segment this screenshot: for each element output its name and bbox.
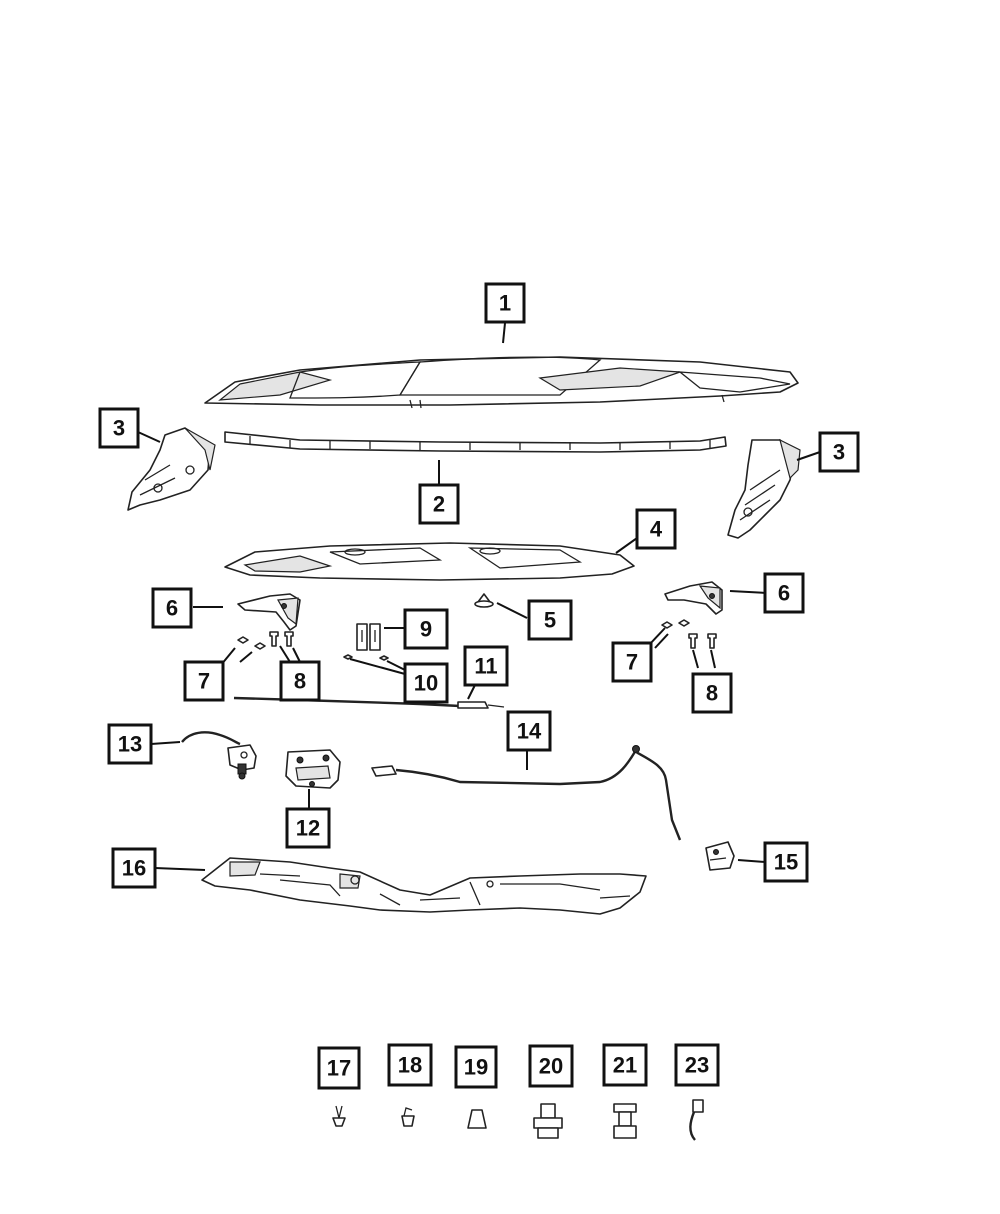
callout-label: 13: [118, 732, 142, 757]
hood-silencer: [224, 542, 635, 581]
bumper-plug: [467, 1109, 487, 1129]
hood-hinge-left: [237, 593, 301, 631]
push-pin-fastener: [332, 1105, 346, 1127]
callout-label: 1: [499, 291, 511, 316]
hood-prop-rod: [233, 696, 505, 709]
callout-10: 10: [403, 662, 449, 704]
callout-label: 12: [296, 816, 320, 841]
callout-label: 7: [626, 650, 638, 675]
callout-4: 4: [635, 508, 677, 550]
adjustable-bumper: [533, 1103, 563, 1139]
callout-label: 23: [685, 1053, 709, 1078]
callout-20: 20: [528, 1044, 574, 1088]
latch-bracket: [356, 623, 381, 651]
callout-label: 3: [833, 440, 845, 465]
callout-23: 23: [674, 1043, 720, 1087]
callout-2: 2: [418, 483, 460, 525]
radiator-crossmember: [201, 857, 647, 915]
callout-14: 14: [506, 710, 552, 752]
nuts-left: [237, 636, 266, 650]
callout-21: 21: [602, 1043, 648, 1087]
hood-side-seal-right: [727, 438, 801, 539]
callout-label: 10: [414, 671, 438, 696]
callout-6-right: 6: [763, 572, 805, 614]
callout-5: 5: [527, 599, 573, 641]
callout-label: 7: [198, 669, 210, 694]
callout-label: 8: [294, 669, 306, 694]
callout-label: 9: [420, 617, 432, 642]
callout-label: 3: [113, 416, 125, 441]
hood-latch: [285, 749, 341, 789]
callout-17: 17: [317, 1046, 361, 1090]
callout-1: 1: [484, 282, 526, 324]
hood-bumper: [474, 593, 494, 608]
callout-7-left: 7: [183, 660, 225, 702]
callout-15: 15: [763, 841, 809, 883]
callout-9: 9: [403, 608, 449, 650]
hood-hinge-right: [664, 581, 723, 615]
callout-label: 21: [613, 1053, 637, 1078]
callout-label: 17: [327, 1056, 351, 1081]
callout-7-right: 7: [611, 641, 653, 683]
callout-19: 19: [454, 1045, 498, 1089]
callout-label: 20: [539, 1054, 563, 1079]
hood-bumper-stop: [613, 1103, 637, 1139]
hood-seal: [224, 431, 727, 453]
callout-label: 15: [774, 850, 798, 875]
callout-8-left: 8: [279, 660, 321, 702]
callout-label: 19: [464, 1055, 488, 1080]
release-cable: [371, 745, 682, 841]
callout-label: 16: [122, 856, 146, 881]
nuts-right: [661, 619, 690, 629]
wire-hook: [689, 1099, 704, 1141]
callout-label: 4: [650, 517, 663, 542]
callout-3-right: 3: [818, 431, 860, 473]
bolts-right: [688, 633, 717, 649]
callout-16: 16: [111, 847, 157, 889]
callout-label: 14: [517, 719, 542, 744]
callout-label: 8: [706, 681, 718, 706]
clip-fastener: [401, 1107, 415, 1127]
callout-13: 13: [107, 723, 153, 765]
callout-label: 5: [544, 608, 556, 633]
clips: [343, 654, 389, 661]
bolts-left: [269, 631, 294, 647]
release-handle: [181, 731, 257, 780]
callout-label: 11: [474, 654, 497, 679]
callout-label: 6: [166, 596, 178, 621]
callout-label: 6: [778, 581, 790, 606]
callout-3-left: 3: [98, 407, 140, 449]
callout-label: 18: [398, 1053, 422, 1078]
callout-6-left: 6: [151, 587, 193, 629]
callout-label: 2: [433, 492, 445, 517]
latch-striker: [705, 841, 735, 871]
hood-panel: [204, 356, 799, 409]
callout-12: 12: [285, 807, 331, 849]
callout-8-right: 8: [691, 672, 733, 714]
callout-18: 18: [387, 1043, 433, 1087]
hood-side-seal-left: [127, 427, 216, 511]
callout-11: 11: [463, 645, 509, 687]
